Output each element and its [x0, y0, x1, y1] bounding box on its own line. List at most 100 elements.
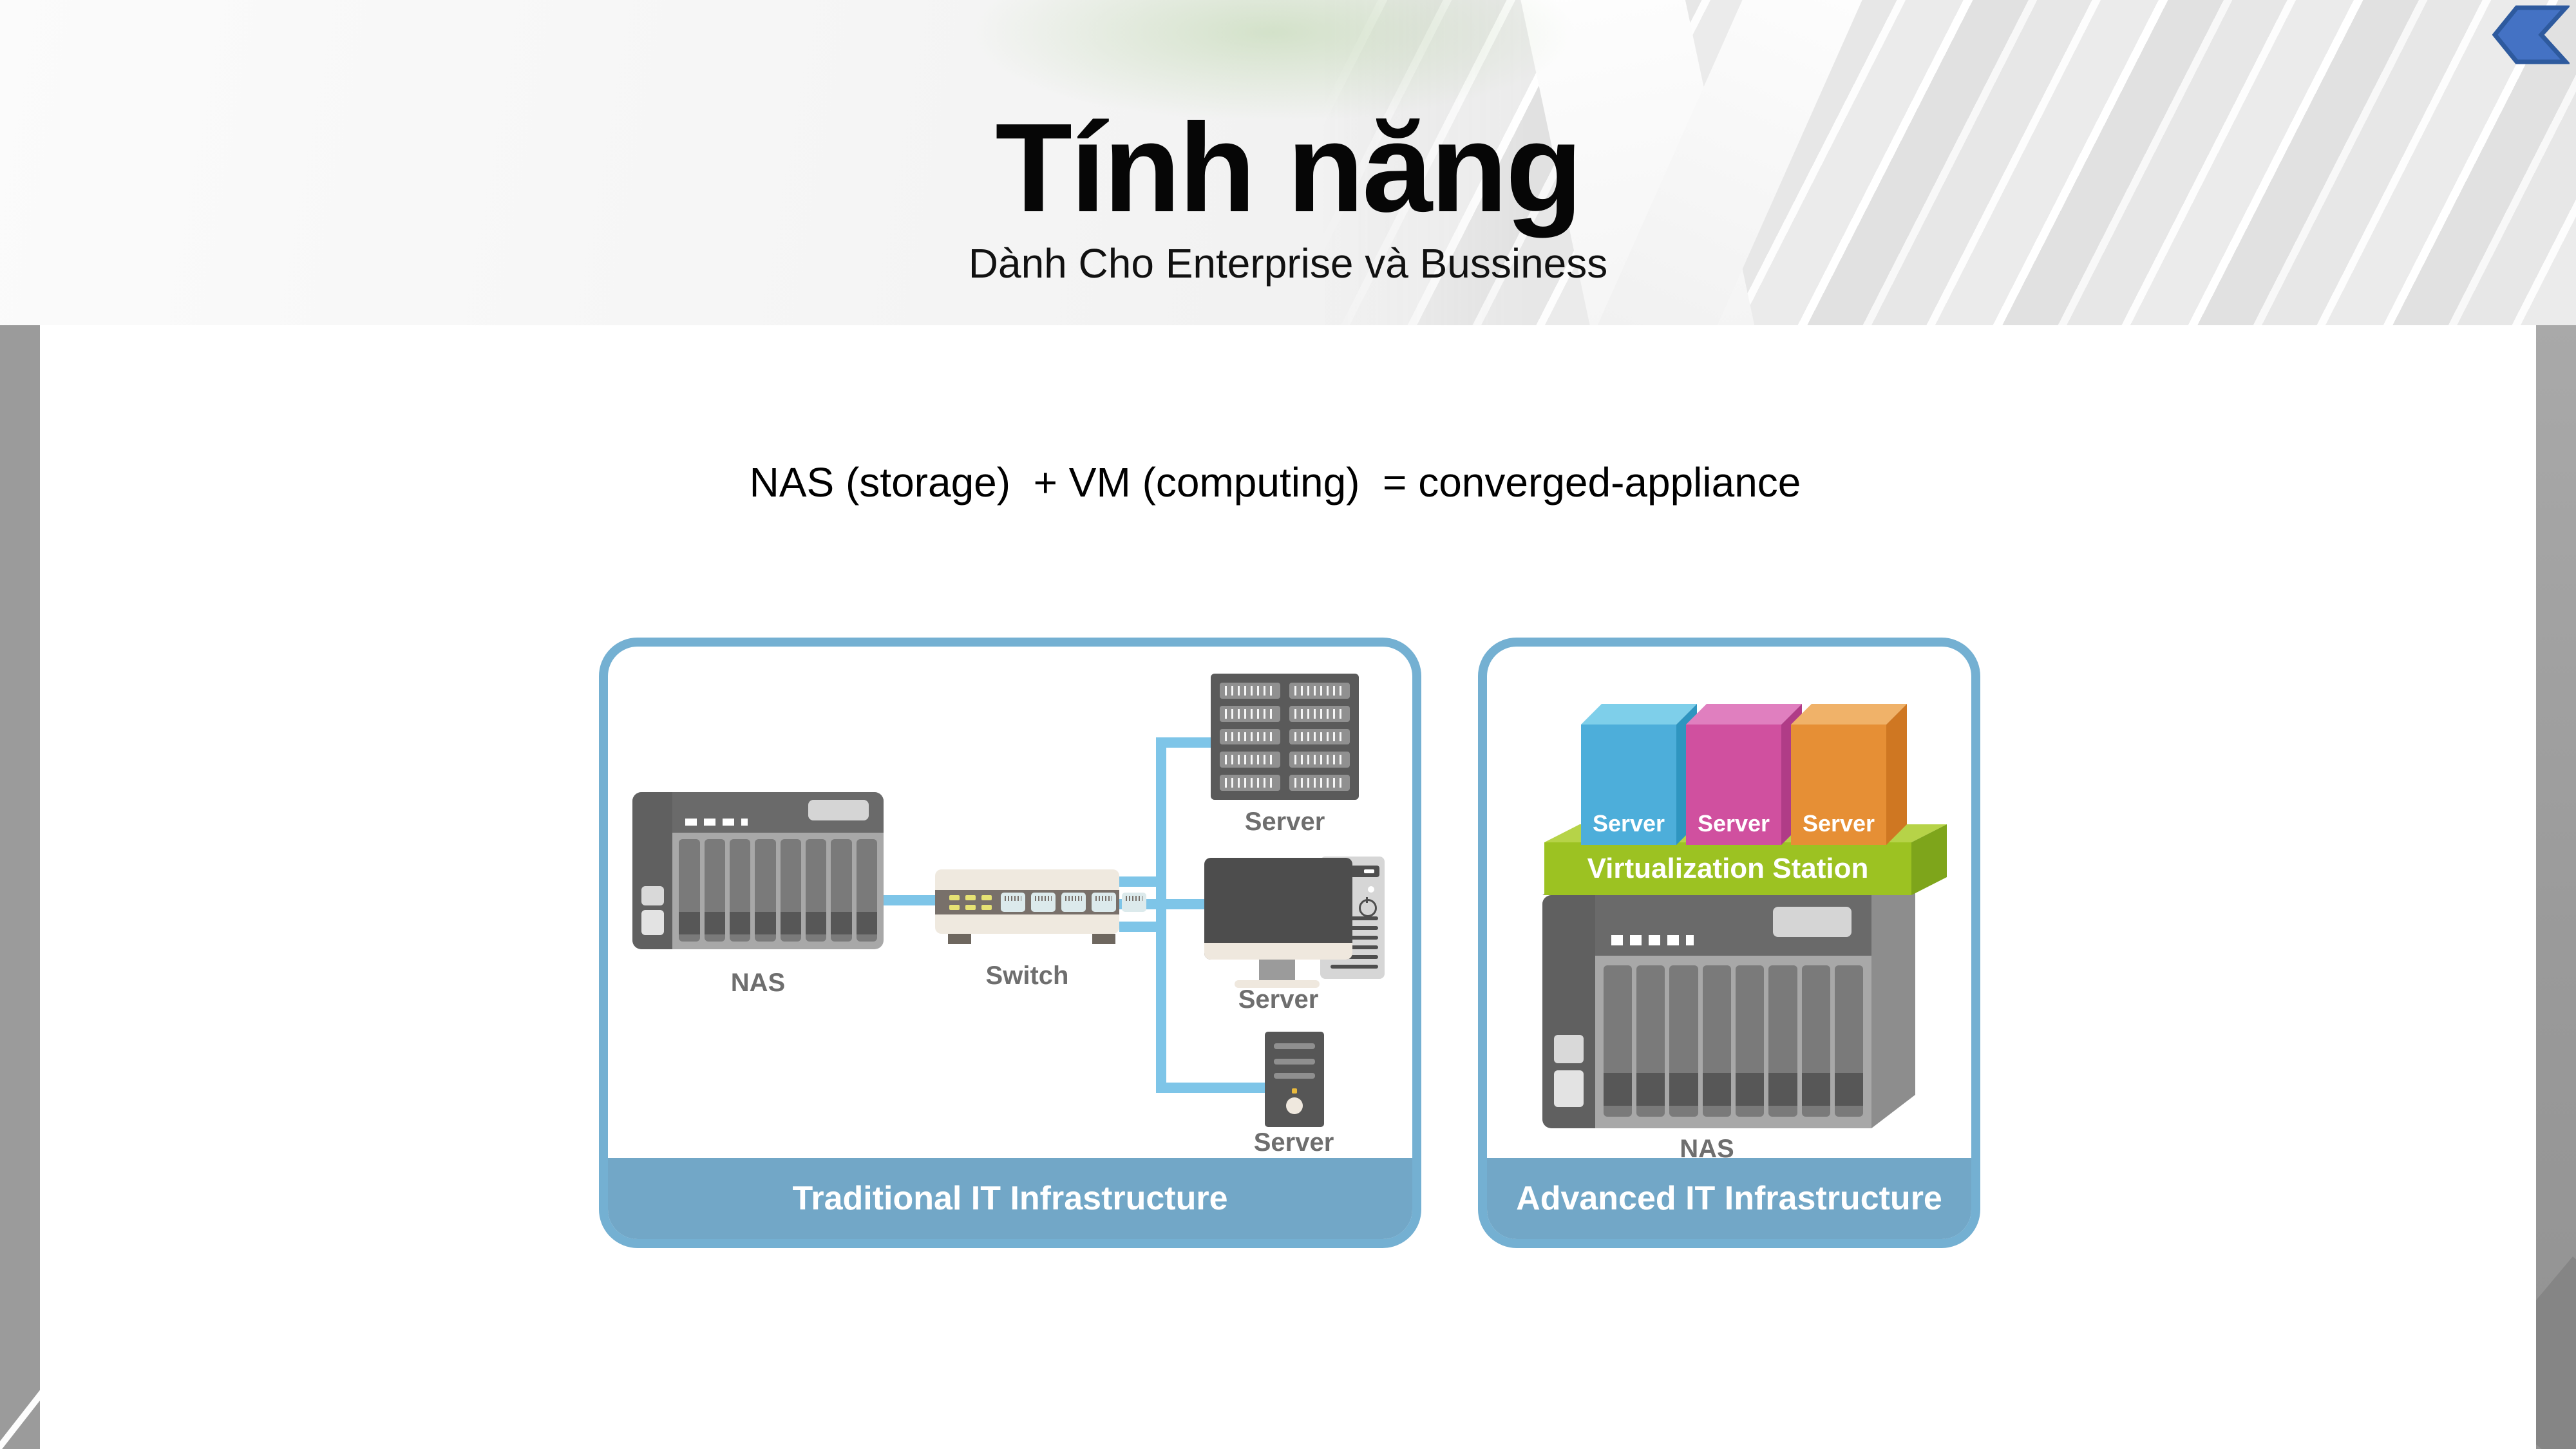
nas-drive-bays [1603, 965, 1864, 1117]
tower-server-icon [1265, 1032, 1324, 1127]
page-subtitle: Dành Cho Enterprise và Bussiness [968, 240, 1608, 287]
monitor-stand [1259, 960, 1295, 983]
nas-led-dashes [685, 819, 748, 826]
server-label: Server [1244, 808, 1325, 836]
nas-led-dashes [1611, 934, 1694, 945]
vm-server-label: Server [1686, 724, 1781, 845]
nas-side-face [1871, 862, 1915, 1128]
vm-cube-orange: Server [1791, 704, 1907, 845]
diagonal-line-decoration [0, 1342, 40, 1449]
connection-line [1156, 1083, 1265, 1093]
switch-foot [1092, 934, 1115, 944]
led [949, 895, 960, 900]
rack-slots [1220, 683, 1350, 791]
power-button-icon [1359, 897, 1377, 917]
drive-bay [704, 839, 725, 942]
led [949, 905, 960, 910]
rack-slot [1289, 752, 1350, 768]
led [981, 895, 992, 900]
drive-bay [729, 839, 751, 942]
switch-foot [948, 934, 971, 944]
switch-icon [935, 869, 1146, 934]
indicator-dot [1368, 886, 1374, 893]
cube-top-face [1686, 704, 1802, 724]
switch-leds [949, 895, 992, 910]
traditional-caption: Traditional IT Infrastructure [608, 1158, 1412, 1239]
vent [1331, 916, 1378, 920]
platform-label: Virtualization Station [1544, 842, 1911, 895]
nas-icon [632, 792, 884, 949]
page-title: Tính năng [995, 97, 1582, 238]
switch-ports [1001, 893, 1146, 912]
led [981, 905, 992, 910]
nas-button [1553, 1070, 1584, 1108]
monitor-base [1235, 980, 1320, 988]
rack-slot [1289, 775, 1350, 791]
drive-bay [1801, 965, 1830, 1117]
advanced-diagram-card: Virtualization Station Server Server Ser… [1478, 638, 1980, 1248]
switch-label: Switch [985, 961, 1069, 990]
nas-display [808, 800, 869, 820]
back-arrow-icon[interactable] [2492, 5, 2570, 64]
drive-bay [831, 839, 852, 942]
cube-top-face [1581, 704, 1697, 724]
vm-cube-blue: Server [1581, 704, 1697, 845]
ethernet-port [1001, 893, 1025, 912]
rack-slot [1289, 705, 1350, 722]
drive-bay [806, 839, 827, 942]
monitor-icon [1204, 858, 1352, 960]
formula-text: NAS (storage) + VM (computing) = converg… [749, 459, 1801, 506]
rack-slot [1220, 728, 1280, 745]
nas-display [1772, 907, 1852, 938]
rack-server-icon [1211, 674, 1359, 800]
drive-bay [755, 839, 776, 942]
nas-button [1553, 1035, 1584, 1063]
vm-server-label: Server [1791, 724, 1886, 845]
diagonal-stripes-decoration [1320, 0, 2576, 325]
ethernet-port [1122, 893, 1146, 912]
led [965, 895, 976, 900]
right-edge-strip [2536, 325, 2576, 1449]
vent [1331, 965, 1378, 969]
monitor-bezel [1204, 943, 1352, 960]
vent-bar [1274, 1073, 1315, 1079]
left-edge-strip [0, 325, 40, 1449]
rack-slot [1289, 728, 1350, 745]
traditional-diagram-card: NAS Switch [599, 638, 1421, 1248]
led [965, 905, 976, 910]
vm-cube-pink: Server [1686, 704, 1802, 845]
advanced-caption: Advanced IT Infrastructure [1487, 1158, 1971, 1239]
rack-slot [1220, 752, 1280, 768]
nas-3d-icon [1542, 862, 1959, 1128]
server-label: Server [1253, 1128, 1334, 1157]
drive-bay [1603, 965, 1632, 1117]
ethernet-port [1031, 893, 1056, 912]
power-button-icon [1286, 1097, 1303, 1114]
vent-bar [1274, 1059, 1315, 1065]
drive-bay [1834, 965, 1864, 1117]
connection-line [884, 895, 935, 905]
cube-side-face [1886, 704, 1907, 845]
vent [1331, 926, 1378, 930]
connection-line [1119, 876, 1166, 887]
nas-button [641, 886, 664, 905]
diagonal-line-decoration [2536, 1256, 2576, 1449]
drive-bay [1768, 965, 1797, 1117]
vent [1331, 955, 1378, 959]
vents [1331, 916, 1378, 969]
nas-drive-bays [679, 839, 878, 942]
nas-label: NAS [730, 969, 786, 997]
drive-bay [856, 839, 878, 942]
drive-bay [1669, 965, 1698, 1117]
green-glow-decoration [966, 0, 1578, 122]
switch-band [935, 890, 1119, 914]
ethernet-port [1061, 893, 1086, 912]
rack-slot [1220, 683, 1280, 699]
connection-line [1156, 737, 1166, 1093]
vent [1331, 936, 1378, 940]
indicator-dot [1292, 1088, 1297, 1094]
nas-front-face [1542, 895, 1871, 1128]
vm-server-label: Server [1581, 724, 1676, 845]
rack-slot [1220, 775, 1280, 791]
